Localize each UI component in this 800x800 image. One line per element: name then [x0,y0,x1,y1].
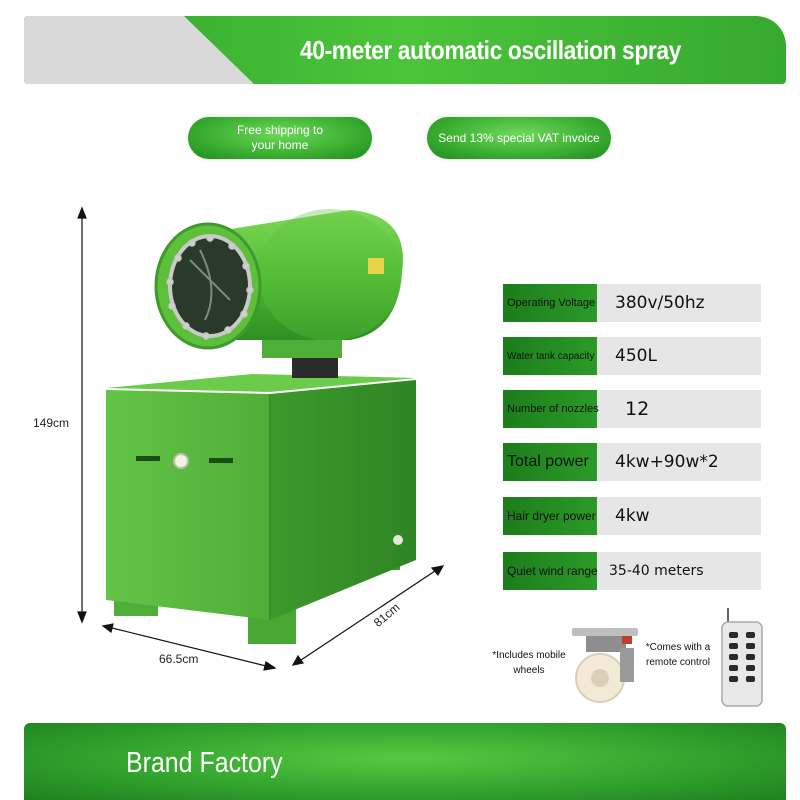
wheels-caption: *Includes mobile wheels [492,650,566,676]
spec-label-wind-range: Quiet wind range [503,552,598,590]
spec-label-total-power: Total power [503,443,597,481]
vat-invoice-badge: Send 13% special VAT invoice [427,117,611,159]
remote-caption: *Comes with a remote control [645,642,711,668]
width-dimension-arrow [101,623,277,671]
spec-value-total-power: 4kw+90w*2 [615,452,719,472]
spec-label-nozzles: Number of nozzles [503,390,599,428]
spec-row-total-power: Total power 4kw+90w*2 [503,443,761,481]
footer-banner: Brand Factory [24,723,786,800]
depth-dimension-arrow [291,565,445,666]
width-dimension-label: 66.5cm [159,652,199,666]
spec-row-hair-dryer-power: Hair dryer power 4kw [503,497,761,535]
page-title: 40-meter automatic oscillation spray [300,35,681,65]
spec-row-wind-range: Quiet wind range 35-40 meters [503,552,761,590]
spec-label-water-tank: Water tank capacity [503,337,597,375]
spec-value-operating-voltage: 380v/50hz [615,293,705,313]
spec-value-water-tank: 450L [615,346,657,366]
caster-wheel-icon [572,628,638,703]
spec-row-nozzles: Number of nozzles 12 [503,390,761,428]
spec-row-operating-voltage: Operating Voltage 380v/50hz [503,284,761,322]
height-dimension-label: 149cm [33,416,70,430]
spec-value-nozzles: 12 [625,398,650,420]
spec-row-water-tank: Water tank capacity 450L [503,337,761,375]
spec-label-hair-dryer-power: Hair dryer power [503,497,597,535]
spec-value-hair-dryer-power: 4kw [615,506,650,526]
free-shipping-badge: Free shipping to your home [188,117,372,159]
remote-control-icon [721,608,763,707]
spec-value-wind-range: 35-40 meters [609,563,704,579]
spec-label-operating-voltage: Operating Voltage [503,284,597,322]
height-dimension-arrow [77,206,87,624]
header-banner: 40-meter automatic oscillation spray [24,16,786,84]
brand-factory-label: Brand Factory [126,747,283,779]
